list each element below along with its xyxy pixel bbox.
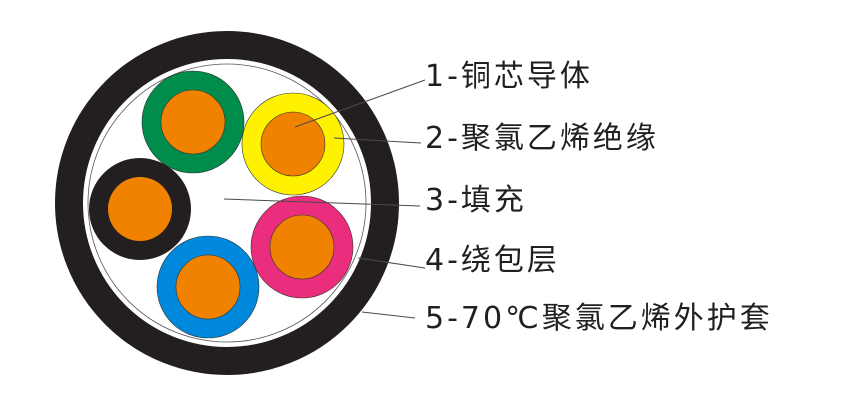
blue-core: [156, 235, 260, 339]
label-copper-conductor: 1-铜芯导体: [425, 59, 593, 94]
label-pvc-insulation: 2-聚氯乙烯绝缘: [425, 121, 659, 156]
yellow-core: [241, 92, 345, 196]
label-wrapping-layer: 4-绕包层: [425, 243, 560, 278]
leader-line-2: [333, 137, 422, 144]
leader-line-3: [223, 198, 421, 207]
label-outer-sheath: 5-70℃聚氯乙烯外护套: [425, 301, 773, 336]
leader-line-1: [294, 79, 426, 128]
label-filler: 3-填充: [425, 183, 527, 218]
wrapping-layer: [87, 63, 367, 343]
green-core: [141, 70, 245, 174]
leader-line-5: [361, 311, 416, 319]
leader-line-4: [357, 257, 426, 269]
black-core: [89, 158, 191, 260]
pink-core: [250, 195, 354, 299]
outer-sheath: [55, 31, 399, 375]
